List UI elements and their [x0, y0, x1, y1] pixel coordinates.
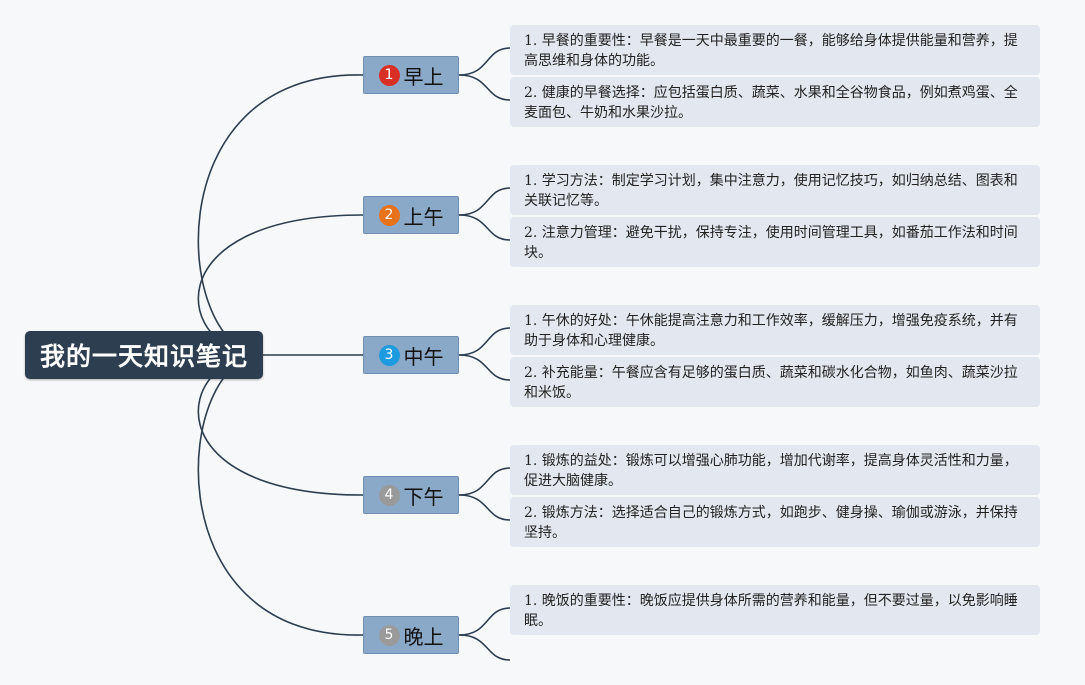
- note-text: 2. 注意力管理：避免干扰，保持专注，使用时间管理工具，如番茄工作法和时间块。: [524, 225, 1018, 261]
- section-node-evening[interactable]: 5 晚上: [363, 616, 459, 654]
- number-4-icon: 4: [378, 484, 400, 506]
- note-text: 1. 学习方法：制定学习计划，集中注意力，使用记忆技巧，如归纳总结、图表和关联记…: [524, 173, 1018, 209]
- note-text: 1. 锻炼的益处：锻炼可以增强心肺功能，增加代谢率，提高身体灵活性和力量，促进大…: [524, 453, 1018, 489]
- root-node[interactable]: 我的一天知识笔记: [25, 331, 263, 379]
- section-title: 早上: [403, 64, 444, 89]
- section-node-morning[interactable]: 1 早上: [363, 56, 459, 94]
- root-title: 我的一天知识笔记: [39, 342, 248, 371]
- section-title: 中午: [403, 344, 444, 369]
- note-afternoon-2[interactable]: 2. 锻炼方法：选择适合自己的锻炼方式，如跑步、健身操、瑜伽或游泳，并保持坚持。: [510, 497, 1040, 547]
- section-node-forenoon[interactable]: 2 上午: [363, 196, 459, 234]
- note-text: 2. 健康的早餐选择：应包括蛋白质、蔬菜、水果和全谷物食品，例如煮鸡蛋、全麦面包…: [524, 85, 1018, 121]
- note-forenoon-2[interactable]: 2. 注意力管理：避免干扰，保持专注，使用时间管理工具，如番茄工作法和时间块。: [510, 217, 1040, 267]
- number-1-icon: 1: [378, 64, 400, 86]
- note-forenoon-1[interactable]: 1. 学习方法：制定学习计划，集中注意力，使用记忆技巧，如归纳总结、图表和关联记…: [510, 165, 1040, 215]
- note-noon-2[interactable]: 2. 补充能量：午餐应含有足够的蛋白质、蔬菜和碳水化合物，如鱼肉、蔬菜沙拉和米饭…: [510, 357, 1040, 407]
- number-5-icon: 5: [378, 624, 400, 646]
- note-text: 2. 补充能量：午餐应含有足够的蛋白质、蔬菜和碳水化合物，如鱼肉、蔬菜沙拉和米饭…: [524, 365, 1018, 401]
- section-title: 晚上: [403, 624, 444, 649]
- section-node-noon[interactable]: 3 中午: [363, 336, 459, 374]
- note-text: 1. 午休的好处：午休能提高注意力和工作效率，缓解压力，增强免疫系统，并有助于身…: [524, 313, 1018, 349]
- note-morning-1[interactable]: 1. 早餐的重要性：早餐是一天中最重要的一餐，能够给身体提供能量和营养，提高思维…: [510, 25, 1040, 75]
- note-evening-1[interactable]: 1. 晚饭的重要性：晚饭应提供身体所需的营养和能量，但不要过量，以免影响睡眠。: [510, 585, 1040, 635]
- note-text: 2. 锻炼方法：选择适合自己的锻炼方式，如跑步、健身操、瑜伽或游泳，并保持坚持。: [524, 505, 1018, 541]
- section-title: 下午: [403, 484, 444, 509]
- note-morning-2[interactable]: 2. 健康的早餐选择：应包括蛋白质、蔬菜、水果和全谷物食品，例如煮鸡蛋、全麦面包…: [510, 77, 1040, 127]
- note-afternoon-1[interactable]: 1. 锻炼的益处：锻炼可以增强心肺功能，增加代谢率，提高身体灵活性和力量，促进大…: [510, 445, 1040, 495]
- section-title: 上午: [403, 204, 444, 229]
- note-text: 1. 早餐的重要性：早餐是一天中最重要的一餐，能够给身体提供能量和营养，提高思维…: [524, 33, 1018, 69]
- note-noon-1[interactable]: 1. 午休的好处：午休能提高注意力和工作效率，缓解压力，增强免疫系统，并有助于身…: [510, 305, 1040, 355]
- note-text: 1. 晚饭的重要性：晚饭应提供身体所需的营养和能量，但不要过量，以免影响睡眠。: [524, 593, 1018, 629]
- number-3-icon: 3: [378, 344, 400, 366]
- number-2-icon: 2: [378, 204, 400, 226]
- section-node-afternoon[interactable]: 4 下午: [363, 476, 459, 514]
